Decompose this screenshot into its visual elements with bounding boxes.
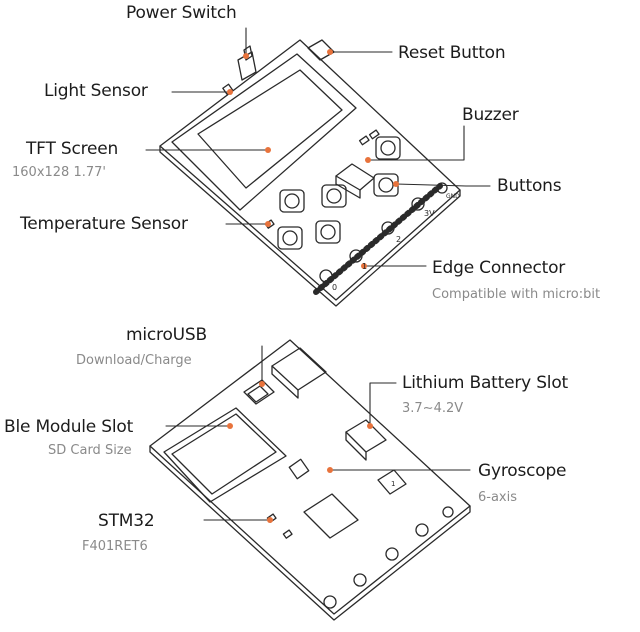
label-buzzer: Buzzer xyxy=(462,105,519,125)
stm32-chip xyxy=(303,493,359,539)
ble-module-slot xyxy=(163,407,287,503)
pin-label-gnd: GND xyxy=(446,193,460,200)
edge-connector xyxy=(313,182,448,295)
label-stm32-sub: F401RET6 xyxy=(82,539,148,554)
label-lithium-battery-slot: Lithium Battery Slot xyxy=(402,373,569,393)
label-gyroscope-sub: 6-axis xyxy=(478,490,518,505)
label-gyroscope: Gyroscope xyxy=(478,461,567,481)
label-tft-screen-sub: 160x128 1.77' xyxy=(12,165,106,180)
micro-usb-port xyxy=(243,379,275,405)
pin-label-0: 0 xyxy=(332,283,337,292)
label-light-sensor: Light Sensor xyxy=(44,81,148,101)
pin-label-1: 1 xyxy=(362,262,367,271)
label-lithium-battery-slot-sub: 3.7∼4.2V xyxy=(402,401,464,416)
tft-screen-display xyxy=(197,69,343,189)
push-buttons xyxy=(277,136,401,250)
leader-lines xyxy=(145,27,491,521)
lithium-battery-slot xyxy=(345,419,387,453)
label-ble-module-slot: Ble Module Slot xyxy=(4,417,134,437)
battery-connector-body xyxy=(271,347,327,391)
label-microusb: microUSB xyxy=(126,325,207,345)
label-microusb-sub: Download/Charge xyxy=(76,353,192,368)
label-edge-connector-sub: Compatible with micro:bit xyxy=(432,287,601,302)
pin-label-3v: 3V xyxy=(424,209,435,218)
gyro-key-label: 1 xyxy=(391,480,395,488)
pin-label-2: 2 xyxy=(396,235,401,244)
accent-dots xyxy=(227,49,399,523)
bottom-edge-pads xyxy=(323,506,454,609)
bottom-board xyxy=(149,339,471,621)
label-power-switch: Power Switch xyxy=(126,3,237,23)
buzzer xyxy=(335,163,375,191)
label-reset-button: Reset Button xyxy=(398,43,506,63)
label-tft-screen: TFT Screen xyxy=(26,139,119,159)
label-buttons: Buttons xyxy=(497,176,562,196)
label-stm32: STM32 xyxy=(98,511,155,531)
gyroscope-chip xyxy=(288,458,310,480)
label-ble-module-slot-sub: SD Card Size xyxy=(48,443,132,458)
pin-labels: 0 1 2 3V GND 1 xyxy=(332,193,460,488)
label-temperature-sensor: Temperature Sensor xyxy=(20,214,188,234)
label-edge-connector: Edge Connector xyxy=(432,258,566,278)
tft-screen-frame xyxy=(171,53,357,211)
